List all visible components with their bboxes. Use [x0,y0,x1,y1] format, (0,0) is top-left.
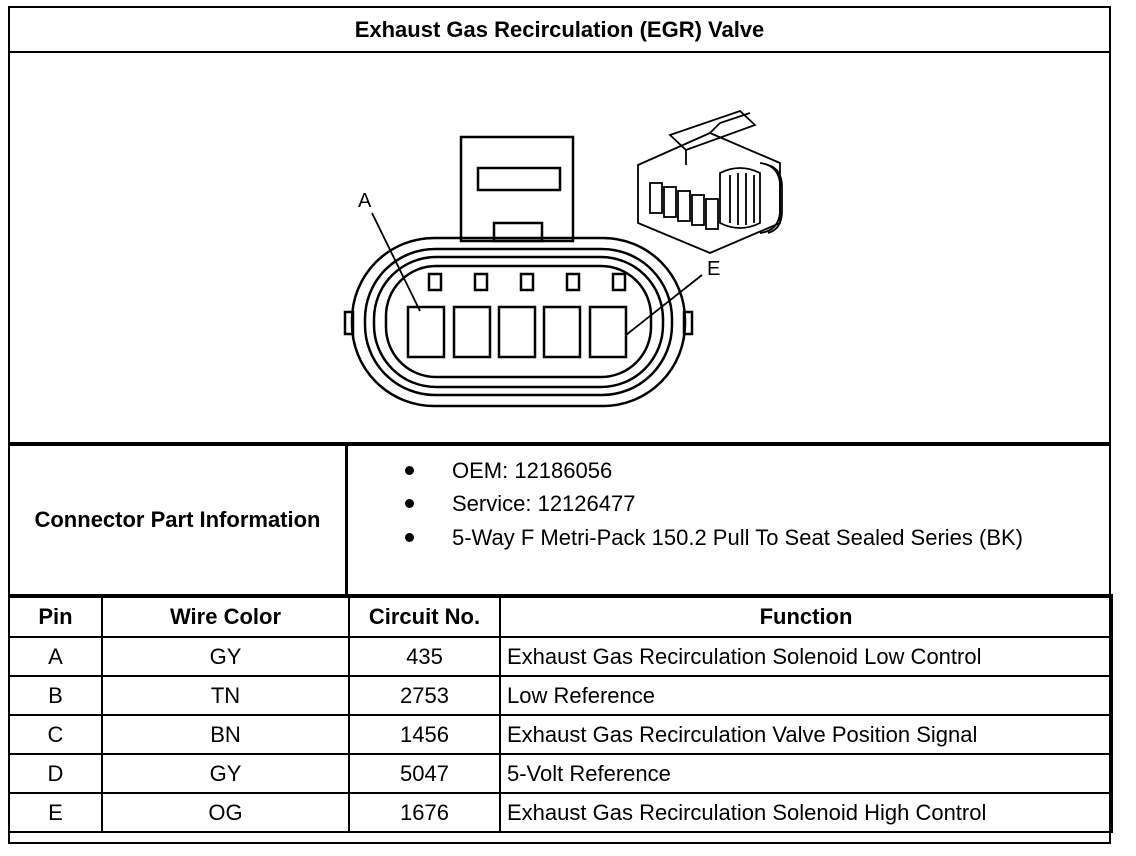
terminal-latch [611,272,627,292]
callout-leader-a [371,212,421,312]
connector-cavity-wall [384,264,653,379]
pin-table-header-row: Pin Wire Color Circuit No. Function [8,594,1113,638]
pin-cavity-d [542,305,582,359]
connector-description: 5-Way F Metri-Pack 150.2 Pull To Seat Se… [452,525,1024,550]
callout-label-e: E [707,258,720,280]
function-cell: Exhaust Gas Recirculation Valve Position… [499,714,1113,755]
pin-cavity-e [588,305,628,359]
latch-tab [492,221,544,243]
header-wire-color: Wire Color [101,594,350,638]
page-title: Exhaust Gas Recirculation (EGR) Valve [8,6,1111,53]
function-cell: 5-Volt Reference [499,753,1113,794]
header-circuit-no: Circuit No. [348,594,501,638]
header-pin: Pin [8,594,103,638]
connector-diagram: A E [8,51,1111,446]
pin-cell: E [8,792,103,833]
pin-cavity-a [406,305,446,359]
callout-label-a: A [358,190,372,212]
oem-part-number: OEM: 12186056 [452,458,613,483]
pin-cavity-b [452,305,492,359]
side-ear-right [682,310,694,336]
side-ear-left [343,310,355,336]
terminal-latch [473,272,489,292]
connector-seal-ring [363,247,674,397]
pin-cell: C [8,714,103,755]
circuit-no-cell: 1676 [348,792,501,833]
bullet-icon [405,466,414,475]
bullet-icon [405,533,414,542]
circuit-no-cell: 2753 [348,675,501,716]
wire-color-cell: GY [101,636,350,677]
connector-inner-ring [372,255,665,389]
terminal-latch [565,272,581,292]
latch-window [476,166,562,192]
circuit-no-cell: 5047 [348,753,501,794]
pin-cell: D [8,753,103,794]
connector-outer-body [350,236,687,408]
function-cell: Exhaust Gas Recirculation Solenoid High … [499,792,1113,833]
wire-color-cell: OG [101,792,350,833]
pin-table: Pin Wire Color Circuit No. Function A GY… [8,594,1113,833]
wire-color-cell: TN [101,675,350,716]
header-function: Function [499,594,1113,638]
terminal-latch [519,272,535,292]
table-row: B TN 2753 Low Reference [8,675,1113,716]
table-row: E OG 1676 Exhaust Gas Recirculation Sole… [8,792,1113,833]
circuit-no-cell: 1456 [348,714,501,755]
connector-face-drawing: A E [343,109,783,408]
circuit-no-cell: 435 [348,636,501,677]
connector-part-info-label: Connector Part Information [8,444,348,595]
connector-isometric-icon [637,109,783,254]
connector-part-info-list: OEM: 12186056 Service: 12126477 5-Way F … [348,444,1111,595]
table-row: A GY 435 Exhaust Gas Recirculation Solen… [8,636,1113,677]
terminal-latch [427,272,443,292]
bullet-icon [405,499,414,508]
pin-cell: B [8,675,103,716]
function-cell: Low Reference [499,675,1113,716]
table-row: C BN 1456 Exhaust Gas Recirculation Valv… [8,714,1113,755]
table-row: D GY 5047 5-Volt Reference [8,753,1113,794]
callout-leader-e [625,274,703,336]
service-part-number: Service: 12126477 [452,491,636,516]
pin-cell: A [8,636,103,677]
pin-cavity-c [497,305,537,359]
wire-color-cell: GY [101,753,350,794]
wire-color-cell: BN [101,714,350,755]
function-cell: Exhaust Gas Recirculation Solenoid Low C… [499,636,1113,677]
